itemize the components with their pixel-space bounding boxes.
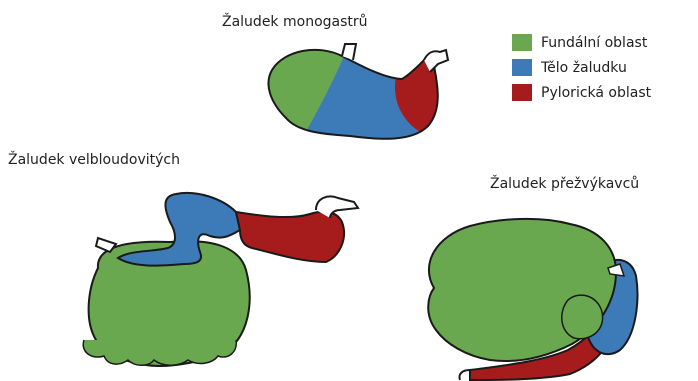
legend-item-body: Tělo žaludku (512, 55, 651, 80)
ruminant-stomach (428, 219, 637, 380)
camelid-stomach (83, 193, 358, 366)
legend-label-body: Tělo žaludku (541, 60, 627, 76)
camelid-pylorus (236, 212, 344, 262)
legend-item-pylorus: Pylorická oblast (512, 80, 651, 105)
label-monogastric: Žaludek monogastrů (222, 14, 368, 30)
legend-swatch-fundus (512, 34, 532, 51)
legend-label-fundus: Fundální oblast (541, 35, 647, 51)
legend: Fundální oblast Tělo žaludku Pylorická o… (512, 30, 651, 105)
ruminant-duodenum (459, 370, 470, 380)
label-ruminant: Žaludek přežvýkavců (490, 176, 639, 192)
ruminant-reticulum (562, 295, 603, 339)
legend-swatch-pylorus (512, 84, 532, 101)
legend-item-fundus: Fundální oblast (512, 30, 651, 55)
legend-swatch-body (512, 59, 532, 76)
monogastric-stomach (250, 40, 450, 150)
label-camelid: Žaludek velbloudovitých (8, 152, 180, 168)
legend-label-pylorus: Pylorická oblast (541, 85, 651, 101)
camelid-sacculations (83, 340, 236, 365)
